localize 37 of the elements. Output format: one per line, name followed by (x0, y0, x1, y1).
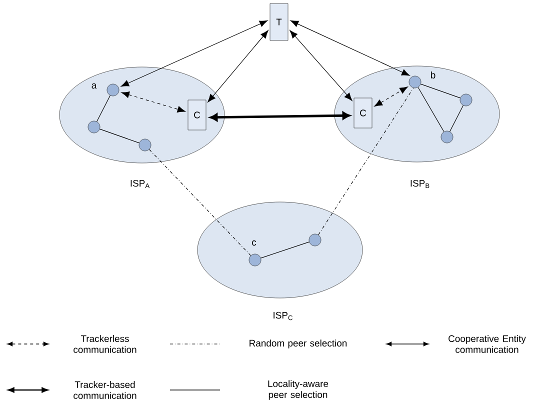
peer-circle (88, 120, 100, 134)
peer-circle (440, 130, 454, 144)
arrow (210, 112, 350, 122)
tracker-box: T (270, 3, 288, 41)
connector-line (260, 242, 310, 258)
arrow (208, 30, 268, 102)
connector-line (450, 105, 464, 132)
connector-line (318, 88, 414, 236)
peer-circle (308, 234, 322, 246)
legend-text: Trackerless communication (74, 335, 136, 353)
legend-text: Random peer selection (250, 340, 347, 348)
arrow (374, 86, 408, 107)
peer-circle (106, 84, 120, 96)
arrow (121, 92, 186, 112)
peer-label: a (92, 83, 97, 89)
cooperative-entity-box: C (188, 100, 206, 130)
isp-label: ISP$_{A}$ (130, 180, 150, 188)
cooperative-entity-box: C (354, 98, 372, 128)
peer-circle (460, 94, 472, 106)
connector-line (418, 87, 444, 132)
isp-label: ISP$_{C}$ (274, 312, 293, 320)
connector-line (96, 95, 110, 122)
legend-text: Tracker-based communication (74, 381, 136, 399)
isp-label: ISP$_{B}$ (410, 180, 430, 188)
legend-text: Locality-aware peer selection (268, 380, 328, 400)
peer-label: c (252, 240, 256, 246)
arrow (290, 20, 410, 76)
connector-line (148, 149, 252, 256)
legend-text: Cooperative Entity communication (448, 335, 526, 353)
peer-label: b (430, 72, 436, 78)
peer-circle (138, 138, 152, 152)
peer-circle (248, 254, 262, 266)
arrow (290, 30, 352, 101)
connector-line (100, 128, 140, 144)
arrow (120, 20, 268, 87)
connector-line (420, 84, 460, 98)
peer-circle (408, 76, 422, 88)
